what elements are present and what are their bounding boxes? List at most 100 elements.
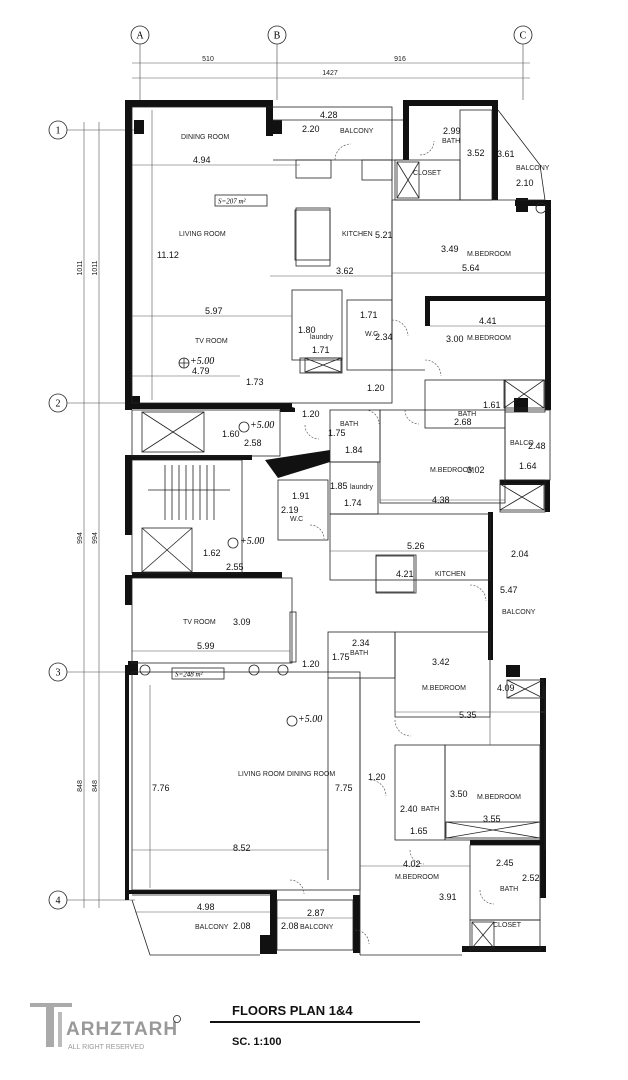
dim-441: 4.41 [479, 316, 497, 326]
dim-top-total: 1427 [322, 70, 338, 77]
dim-208b: 2.08 [281, 921, 299, 931]
grid-column-markers: A B C 510 916 1427 [130, 25, 533, 100]
dim-498: 4.98 [197, 902, 215, 912]
dim-409: 4.09 [497, 683, 515, 693]
dimension-lines [132, 110, 545, 919]
dim-top-bc: 916 [394, 56, 406, 63]
grid-label-c: C [520, 31, 527, 42]
plan-scale: SC. 1:100 [232, 1036, 282, 1048]
plan-title: FLOORS PLAN 1&4 [232, 1003, 353, 1018]
room-bath-lower2: BATH [421, 806, 439, 813]
dimension-labels: 4.28 2.20 2.99 3.52 3.61 2.10 4.94 5.21 … [152, 110, 546, 931]
dim-161: 1.61 [483, 400, 501, 410]
dim-438: 4.38 [432, 495, 450, 505]
dim-776: 7.76 [152, 783, 170, 793]
grid-label-a: A [136, 31, 144, 42]
dim-180: 1.80 [298, 325, 316, 335]
logo-subtext: ALL RIGHT RESERVED [68, 1044, 144, 1051]
dim-309: 3.09 [233, 617, 251, 627]
room-tv-upper: TV ROOM [195, 338, 228, 345]
dim-362: 3.62 [336, 266, 354, 276]
dim-255: 2.55 [226, 562, 244, 572]
dim-268: 2.68 [454, 417, 472, 427]
dim-599: 5.99 [197, 641, 215, 651]
room-living-lower: LIVING ROOM [238, 771, 285, 778]
dim-219: 2.19 [281, 505, 299, 515]
room-tv-lower: TV ROOM [183, 619, 216, 626]
dim-248: 2.48 [528, 441, 546, 451]
level-lower: +5.00 [298, 714, 322, 725]
dim-191: 1.91 [292, 491, 310, 501]
room-labels: DINING ROOM BALCONY BATH CLOSET BALCONY … [179, 128, 550, 931]
dim-547: 5.47 [500, 585, 518, 595]
grid-label-4: 4 [56, 896, 61, 907]
dim-597: 5.97 [205, 306, 223, 316]
dim-428: 4.28 [320, 110, 338, 120]
dim-175b: 1.75 [332, 652, 350, 662]
room-mbed-5: M.BEDROOM [477, 794, 521, 801]
room-closet-top: CLOSET [413, 170, 442, 177]
grid-label-b: B [274, 31, 281, 42]
dim-184: 1.84 [345, 445, 363, 455]
room-mbed-2: M.BEDROOM [467, 335, 511, 342]
grid-label-2: 2 [56, 399, 61, 410]
room-bath-lower: BATH [350, 650, 368, 657]
dim-564: 5.64 [462, 263, 480, 273]
dim-left-848b: 848 [92, 780, 99, 792]
dim-185: 1.85 [330, 481, 348, 491]
arhztarh-logo: ARHZTARH ALL RIGHT RESERVED [30, 1003, 181, 1051]
dim-204: 2.04 [511, 549, 529, 559]
dim-120d: 1.20 [368, 772, 386, 782]
dim-349: 3.49 [441, 244, 459, 254]
room-dining-lower: DINING ROOM [287, 771, 335, 778]
dim-174: 1.74 [344, 498, 362, 508]
dim-175a: 1.75 [328, 428, 346, 438]
room-bath-mid: BATH [340, 421, 358, 428]
room-laundry-lower: laundry [350, 484, 373, 491]
room-balcony-bm: BALCONY [300, 924, 334, 931]
dim-258: 2.58 [244, 438, 262, 448]
room-kitchen-lower: KITCHEN [435, 571, 466, 578]
dim-350: 3.50 [450, 789, 468, 799]
logo-text: ARHZTARH [66, 1019, 178, 1040]
room-wc-upper: W.C [365, 331, 378, 338]
dim-173: 1.73 [246, 377, 264, 387]
dim-left-994b: 994 [92, 532, 99, 544]
dim-421: 4.21 [396, 569, 414, 579]
dim-775: 7.75 [335, 783, 353, 793]
room-wc-lower: W.C [290, 516, 303, 523]
dim-160: 1.60 [222, 429, 240, 439]
dim-164: 1.64 [519, 461, 537, 471]
partitions [131, 106, 551, 956]
dim-left-1011b: 1011 [92, 260, 99, 275]
dim-342: 3.42 [432, 657, 450, 667]
dim-852: 8.52 [233, 843, 251, 853]
dim-120a: 1.20 [367, 383, 385, 393]
dim-361: 3.61 [497, 149, 515, 159]
room-laundry-upper: laundry [310, 334, 333, 341]
room-mbed-3: M.BEDROOM [430, 467, 474, 474]
dim-240: 2.40 [400, 804, 418, 814]
dim-521: 5.21 [375, 230, 393, 240]
dim-352: 3.52 [467, 148, 485, 158]
room-living-upper: LIVING ROOM [179, 231, 226, 238]
dim-299: 2.99 [443, 126, 461, 136]
dim-300: 3.00 [446, 334, 464, 344]
dim-left-994a: 994 [77, 532, 84, 544]
dim-120c: 1.20 [302, 659, 320, 669]
dim-top-ab: 510 [202, 56, 214, 63]
dim-left-848a: 848 [77, 780, 84, 792]
dim-535: 5.35 [459, 710, 477, 720]
dim-302: 3.02 [467, 465, 485, 475]
dim-245: 2.45 [496, 858, 514, 868]
level-stair-top: +5.00 [250, 420, 274, 431]
level-stair-bottom: +5.00 [240, 536, 264, 547]
room-balcony-tr: BALCONY [516, 165, 550, 172]
dim-120b: 1.20 [302, 409, 320, 419]
dim-234b: 2.34 [352, 638, 370, 648]
stair-treads [148, 465, 230, 520]
room-kitchen-upper: KITCHEN [342, 231, 373, 238]
area-upper: S=207 m² [218, 198, 247, 206]
dim-494: 4.94 [193, 155, 211, 165]
